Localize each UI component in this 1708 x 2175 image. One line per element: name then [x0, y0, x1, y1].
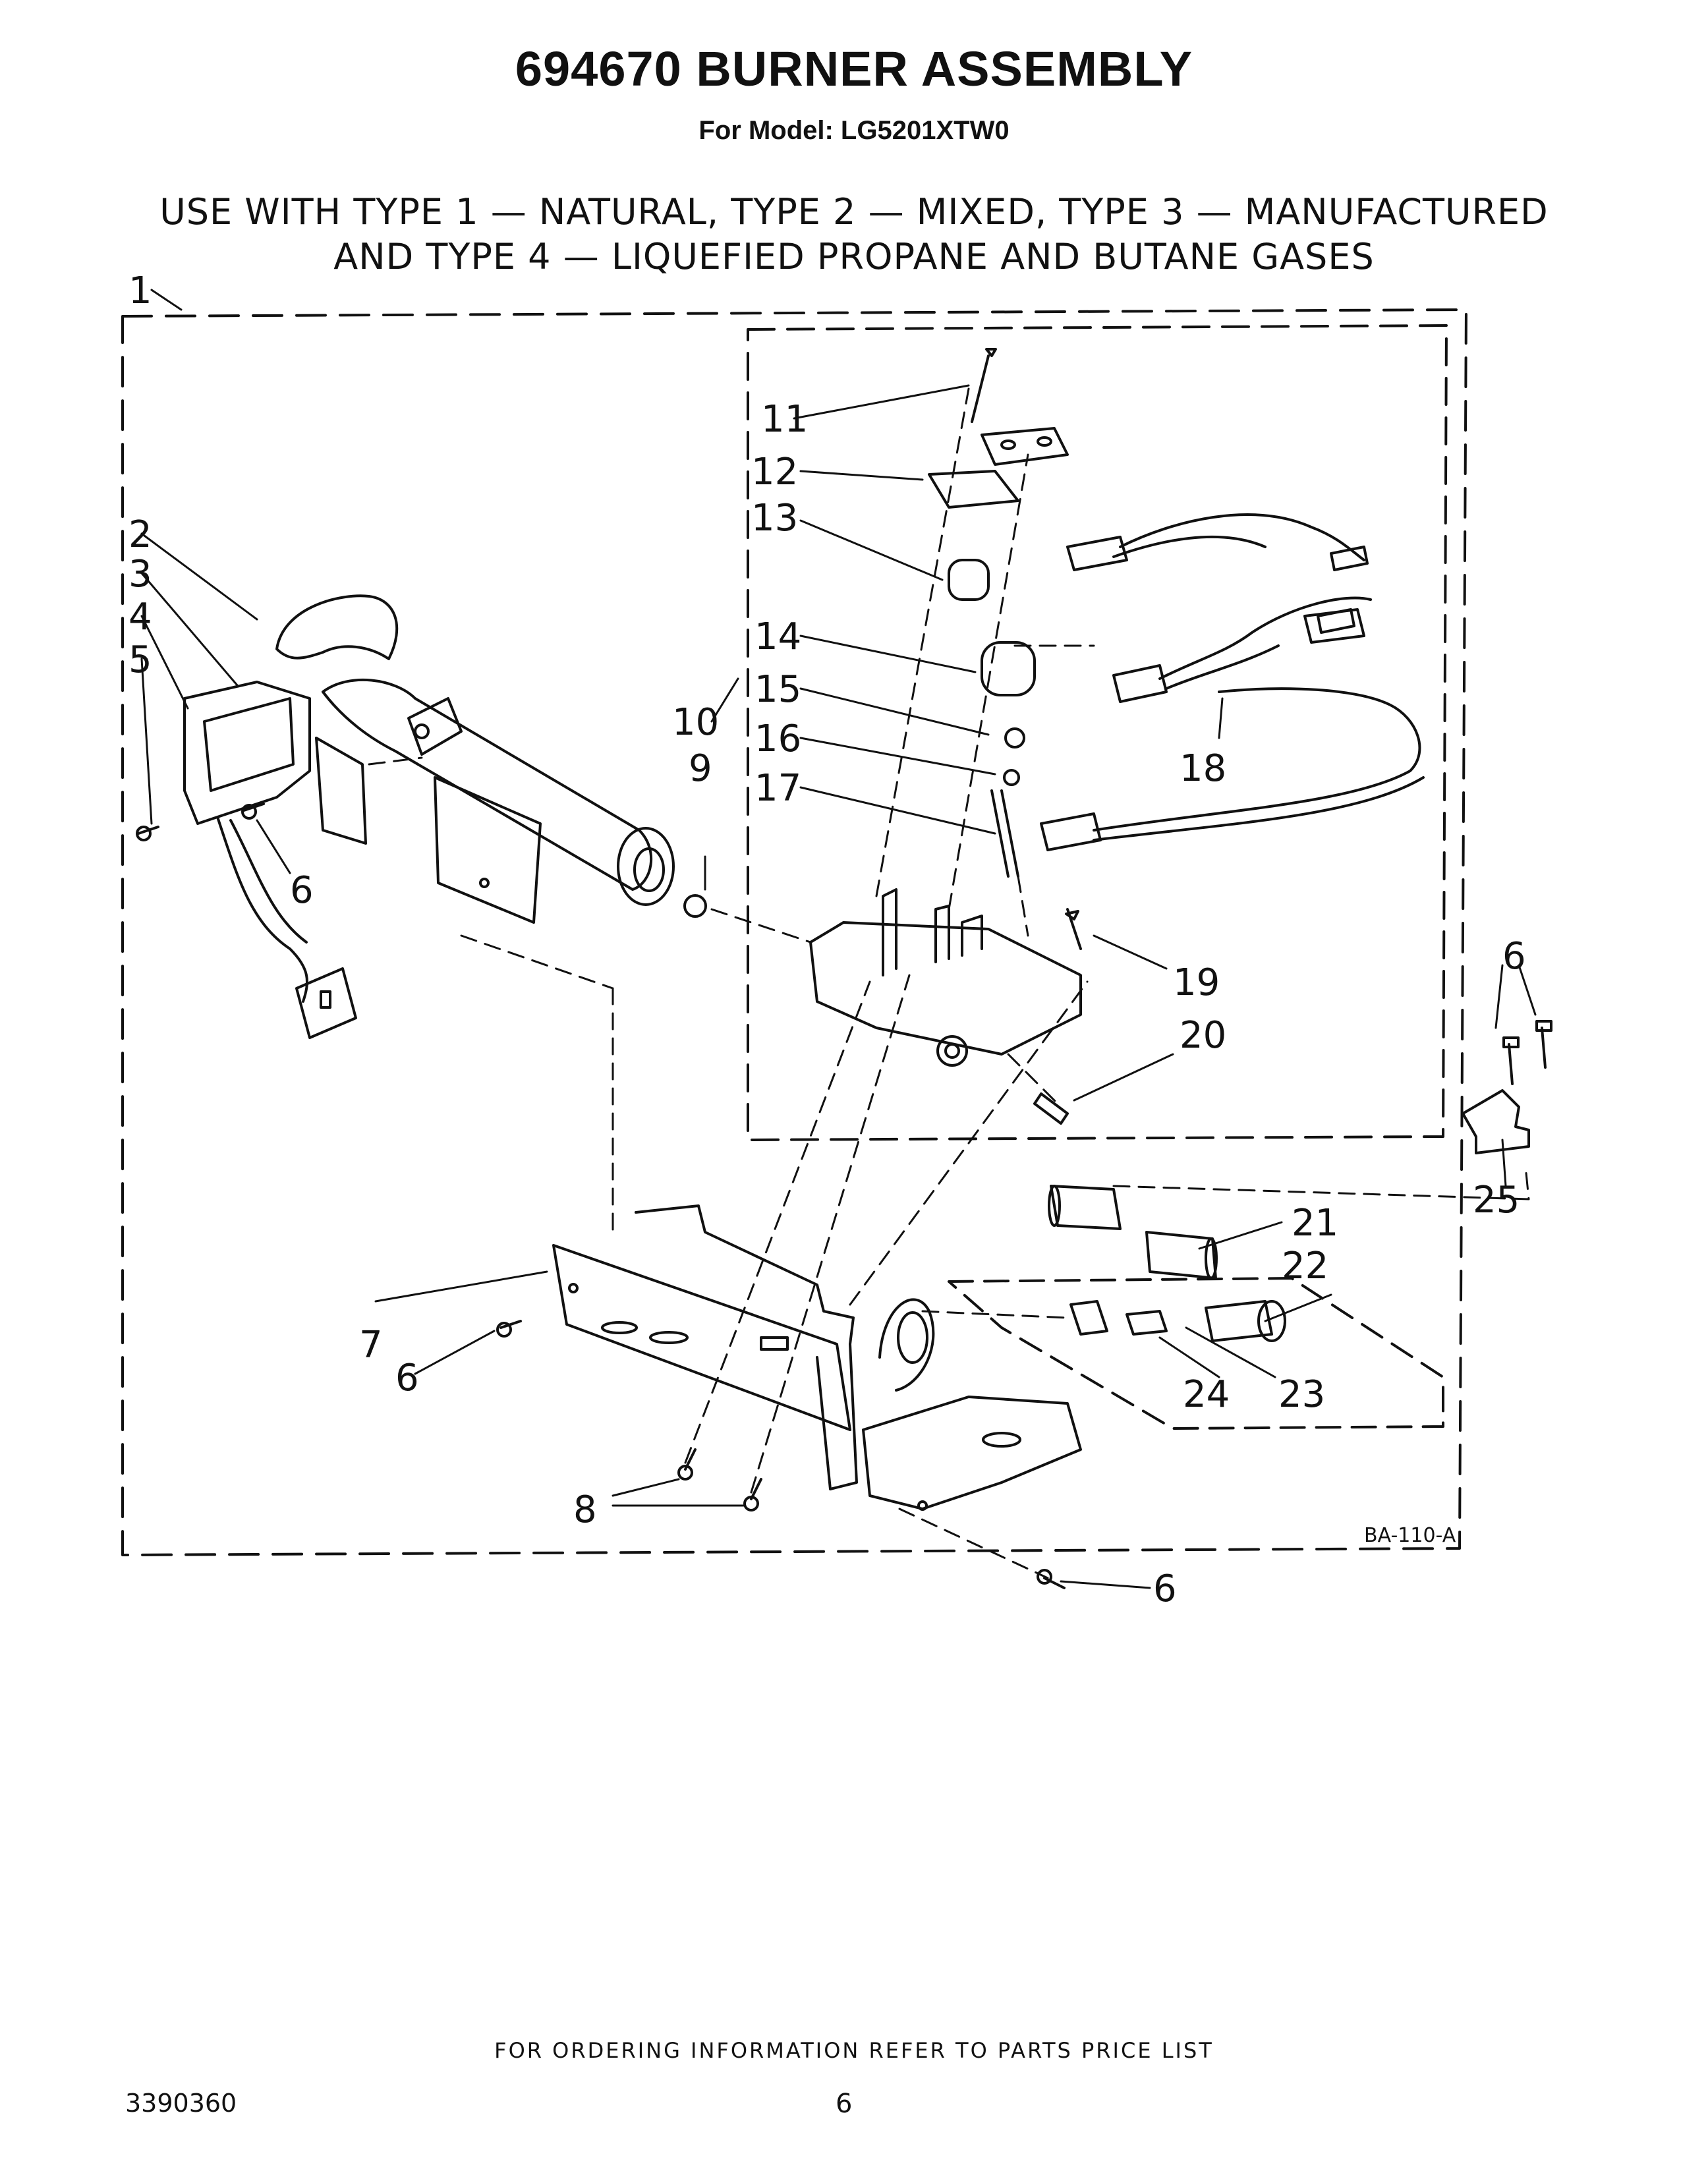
callout-14: 14	[754, 615, 801, 658]
page-number: 6	[836, 2089, 853, 2119]
ordering-note: FOR ORDERING INFORMATION REFER TO PARTS …	[494, 2038, 1214, 2063]
gas-type-line-2: AND TYPE 4 — LIQUEFIED PROPANE AND BUTAN…	[333, 236, 1375, 277]
callout-10: 10	[672, 701, 719, 744]
callout-20: 20	[1180, 1014, 1226, 1057]
igniter-bracket-drawing	[183, 681, 367, 1039]
callout-11: 11	[761, 398, 808, 441]
callout-23: 23	[1278, 1373, 1325, 1416]
callout-1: 1	[128, 269, 152, 312]
callout-6d: 6	[1153, 1568, 1177, 1610]
callout-9: 9	[689, 747, 712, 790]
callout-18: 18	[1180, 747, 1226, 790]
callout-labels: 1 2 3 4 5 6 9 10 11 12 13 14 15 16 17 18…	[128, 269, 1526, 1610]
callout-3: 3	[128, 553, 152, 596]
callout-4: 4	[128, 596, 152, 638]
callout-19: 19	[1173, 961, 1220, 1004]
burner-bracket-drawing	[552, 1204, 1082, 1511]
callout-5: 5	[128, 638, 152, 681]
model-label: For Model: LG5201XTW0	[698, 116, 1010, 145]
callout-21: 21	[1292, 1202, 1338, 1245]
callout-17: 17	[754, 767, 801, 810]
callout-16: 16	[754, 718, 801, 760]
gas-type-line-1: USE WITH TYPE 1 — NATURAL, TYPE 2 — MIXE…	[159, 191, 1549, 233]
valve-subassembly-boundary	[747, 324, 1448, 1141]
callout-15: 15	[754, 668, 801, 711]
callout-13: 13	[751, 497, 798, 540]
callout-22: 22	[1282, 1245, 1328, 1287]
drawing-code: BA-110-A	[1364, 1524, 1456, 1547]
page-title: 694670 BURNER ASSEMBLY	[515, 42, 1193, 96]
callout-6b: 6	[1502, 935, 1526, 978]
callout-12: 12	[751, 451, 798, 494]
callout-8: 8	[573, 1488, 597, 1531]
fasteners-drawing	[136, 803, 1069, 1589]
orifice-group-boundary	[948, 1277, 1444, 1430]
callout-6a: 6	[290, 869, 314, 912]
burner-tube-drawing	[275, 594, 675, 924]
callout-6c: 6	[395, 1357, 419, 1399]
gas-valve-drawing	[809, 348, 1082, 1067]
callout-25: 25	[1473, 1179, 1520, 1222]
callout-7: 7	[359, 1324, 383, 1367]
wire-harness-drawing	[1040, 513, 1425, 851]
document-number: 3390360	[125, 2089, 237, 2118]
callout-24: 24	[1183, 1373, 1230, 1416]
callout-2: 2	[128, 513, 152, 556]
leader-lines	[140, 289, 1537, 1589]
assembly-boundary	[121, 308, 1467, 1556]
fittings-drawing	[1048, 1020, 1552, 1342]
